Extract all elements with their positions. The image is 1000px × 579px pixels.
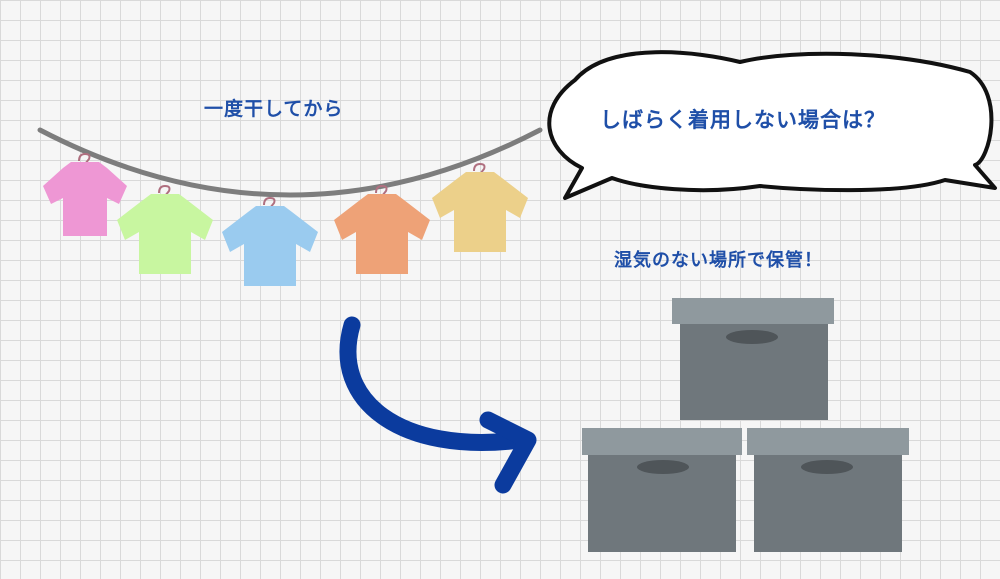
tshirt-icon: [432, 162, 528, 252]
caption-storage: 湿気のない場所で保管！: [614, 250, 823, 271]
storage-box-icon: [582, 428, 742, 552]
storage-box-icon: [747, 428, 909, 552]
clothesline: [37, 127, 543, 198]
speech-bubble-text: しばらく着用しない場合は？: [600, 108, 886, 132]
storage-box-icon: [672, 298, 834, 420]
tshirt-icon: [43, 152, 127, 236]
tshirt-icon: [334, 184, 430, 274]
caption-top: 一度干してから: [204, 98, 344, 120]
tshirt-icon: [117, 184, 213, 274]
curved-arrow-icon: [339, 316, 537, 494]
speech-bubble: [547, 50, 997, 200]
tshirt-icon: [222, 196, 318, 286]
